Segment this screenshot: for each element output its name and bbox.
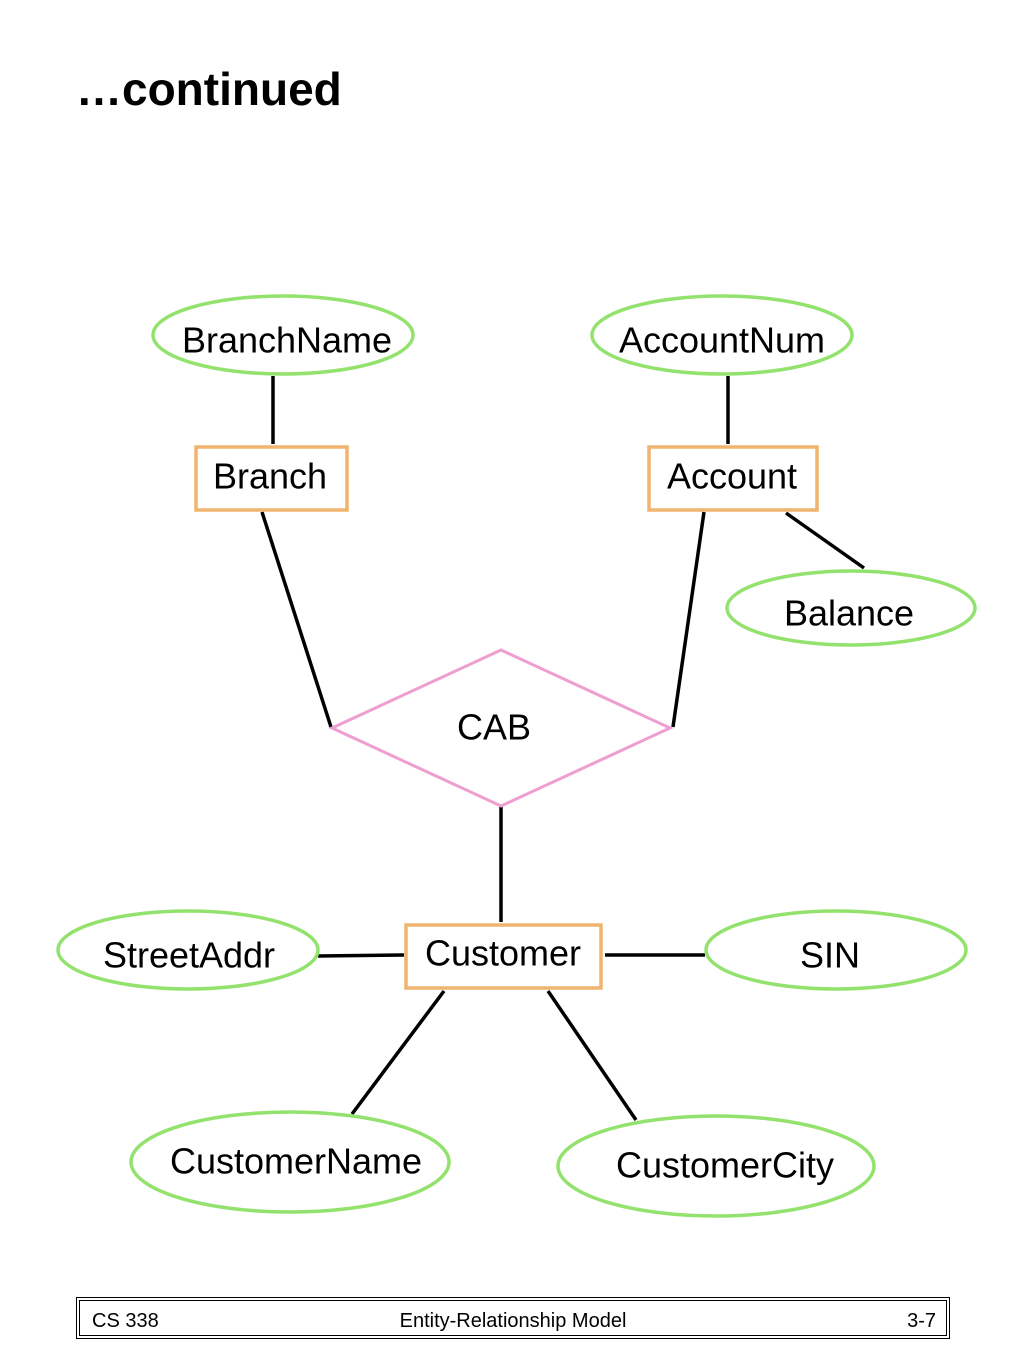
- line-streetaddr-customer: [317, 953, 405, 958]
- attribute-streetaddr-shape: [56, 909, 320, 991]
- attribute-customercity-shape: [556, 1114, 876, 1218]
- line-account-balance: [784, 511, 866, 570]
- attribute-balance: Balance: [784, 593, 914, 634]
- footer-topic: Entity-Relationship Model: [399, 1310, 627, 1332]
- attribute-branchname: BranchName: [182, 320, 392, 361]
- attribute-streetaddr: StreetAddr: [103, 935, 275, 976]
- line-customer-customername: [350, 989, 446, 1116]
- line-branch-cab: [260, 511, 333, 728]
- entity-account-shape: [647, 445, 819, 512]
- attribute-accountnum-shape: [590, 294, 854, 376]
- attribute-sin-shape: [704, 909, 968, 991]
- entity-branch: Branch: [213, 456, 327, 497]
- entity-customer-shape: [404, 923, 603, 990]
- attribute-sin: SIN: [800, 935, 860, 976]
- line-account-cab: [671, 511, 706, 728]
- er-diagram: BranchName AccountNum Branch Account Bal…: [56, 294, 977, 1218]
- footer-course: CS 338: [92, 1310, 159, 1332]
- slide-footer: CS 338 Entity-Relationship Model 3-7: [76, 1297, 950, 1339]
- page-title: …continued: [76, 63, 342, 115]
- line-customer-customercity: [546, 990, 638, 1121]
- entity-customer: Customer: [425, 933, 581, 974]
- attribute-customername-shape: [129, 1110, 451, 1214]
- relationship-cab: CAB: [457, 707, 531, 748]
- attribute-branchname-shape: [151, 294, 415, 376]
- entity-branch-shape: [194, 445, 349, 512]
- attribute-accountnum: AccountNum: [619, 320, 825, 361]
- attribute-customercity: CustomerCity: [616, 1145, 834, 1186]
- footer-page-number: 3-7: [907, 1310, 936, 1332]
- attribute-balance-shape: [725, 569, 977, 647]
- relationship-cab-shape: [328, 648, 674, 808]
- entity-account: Account: [667, 456, 797, 497]
- attribute-customername: CustomerName: [170, 1141, 422, 1182]
